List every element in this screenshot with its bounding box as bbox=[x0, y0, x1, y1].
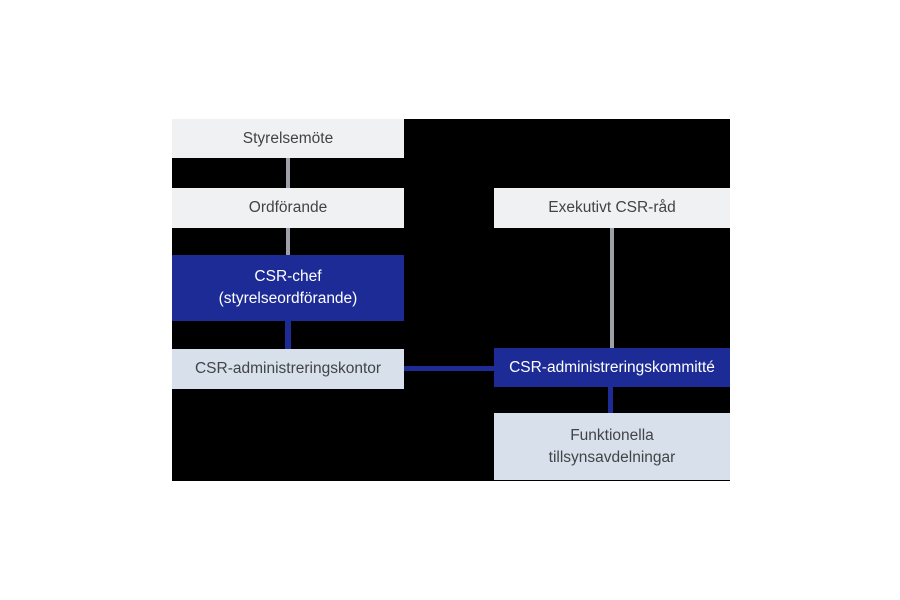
node-csr-administreringskommitte-label: CSR-administreringskommitté bbox=[509, 358, 715, 376]
node-ordforande-label: Ordförande bbox=[248, 199, 328, 216]
node-ordforande: Ordförande bbox=[172, 188, 404, 228]
node-csr-chef-label-line2: (styrelseordförande) bbox=[218, 290, 358, 307]
node-funktionella-label-line1: Funktionella bbox=[570, 426, 654, 444]
connector-csrchef-kontor bbox=[285, 321, 291, 349]
node-exekutivt-csr-rad-label: Exekutivt CSR-råd bbox=[548, 199, 676, 216]
connector-kontor-kommitte bbox=[404, 366, 494, 371]
connector-kommitte-funktionella bbox=[608, 387, 613, 413]
node-csr-administreringskommitte: CSR-administreringskommitté bbox=[494, 348, 730, 387]
node-exekutivt-csr-rad: Exekutivt CSR-råd bbox=[494, 188, 730, 228]
connector-exekutivt-kommitte bbox=[610, 228, 614, 348]
node-funktionella-label-line2: tillsynsavdelningar bbox=[548, 448, 676, 466]
connector-styrelsemote-ordforande bbox=[286, 158, 290, 188]
node-csr-administreringskontor-label: CSR-administreringskontor bbox=[194, 360, 382, 377]
node-styrelsemote: Styrelsemöte bbox=[172, 119, 404, 158]
node-csr-chef-label-line1: CSR-chef bbox=[254, 268, 322, 285]
node-funktionella-tillsynsavdelningar: Funktionella tillsynsavdelningar bbox=[494, 413, 730, 480]
connector-ordforande-csrchef bbox=[286, 228, 290, 255]
org-chart-diagram: Styrelsemöte Ordförande CSR-chef (styrel… bbox=[172, 119, 730, 481]
node-csr-administreringskontor: CSR-administreringskontor bbox=[172, 349, 404, 389]
node-csr-chef: CSR-chef (styrelseordförande) bbox=[172, 255, 404, 321]
node-styrelsemote-label: Styrelsemöte bbox=[242, 129, 334, 147]
